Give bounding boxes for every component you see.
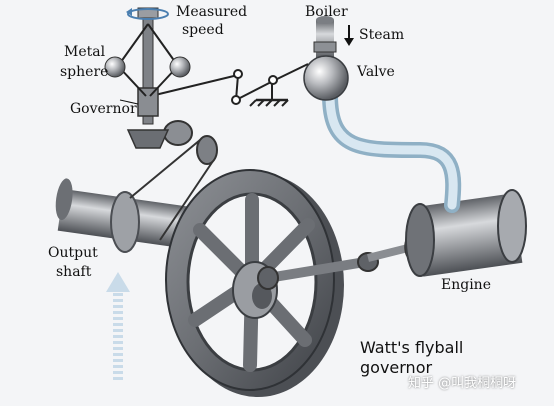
governor-leader-line [119,99,139,105]
label-metal: Metal [64,44,106,60]
flywheel [165,169,344,397]
engine-cylinder [405,189,527,277]
label-boiler: Boiler [305,4,348,20]
label-measured: Measured [176,4,248,20]
label-valve: Valve [357,64,395,80]
metal-sphere-right [169,56,191,78]
caption-line2: governor [360,358,433,377]
boiler-pipe [313,16,337,60]
governor-spindle [126,7,170,149]
label-speed: speed [182,22,224,38]
watermark: 知乎 @叫我桐桐呀 [408,376,517,391]
rotation-indicator-icon [126,8,169,20]
metal-sphere-left [104,56,126,78]
valve-ball [303,55,349,101]
rotation-arrow [106,272,130,380]
label-output: Output [48,245,98,261]
label-engine: Engine [441,277,491,293]
label-governor: Governor [70,101,137,117]
label-sphere: sphere [60,64,109,80]
label-shaft: shaft [56,264,92,280]
label-steam: Steam [359,27,405,43]
steam-arrow-icon [344,25,354,46]
lever-linkage [154,63,309,107]
caption-line1: Watt's flyball [360,338,464,357]
